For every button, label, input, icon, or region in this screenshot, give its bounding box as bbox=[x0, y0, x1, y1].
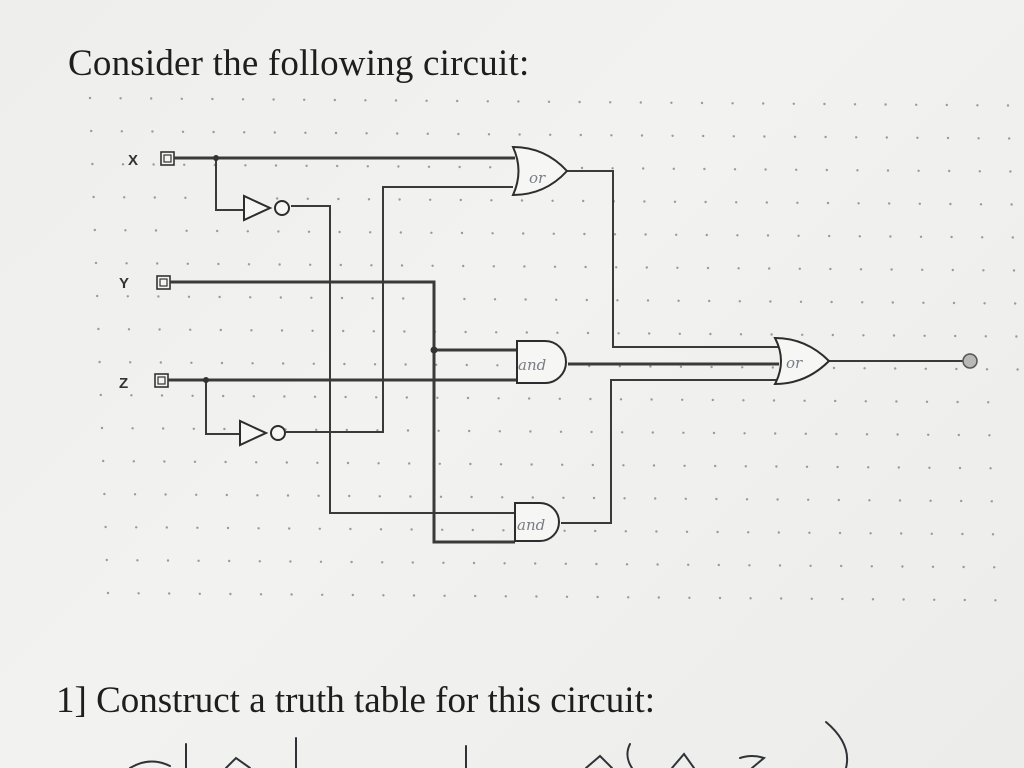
and-gate-middle-label: and bbox=[518, 356, 546, 374]
wires bbox=[168, 156, 966, 544]
or-gate-output: or bbox=[773, 336, 831, 386]
or-gate-top: or bbox=[511, 145, 569, 197]
input-x-label: X bbox=[128, 152, 138, 169]
and-gate-bottom-label: and bbox=[517, 516, 545, 534]
input-z-label: Z bbox=[119, 375, 128, 392]
junctions bbox=[203, 155, 438, 383]
not-gate-z bbox=[239, 419, 286, 447]
junction-y bbox=[430, 346, 438, 354]
or-gate-output-label: or bbox=[786, 354, 803, 372]
handwriting-marks bbox=[129, 721, 848, 768]
output-led bbox=[962, 353, 978, 369]
or-gate-top-label: or bbox=[529, 169, 546, 187]
input-y-label: Y bbox=[119, 275, 129, 292]
question: 1] Construct a truth table for this circ… bbox=[56, 680, 656, 721]
input-x: X bbox=[128, 151, 175, 169]
input-z: Z bbox=[119, 373, 169, 392]
heading: Consider the following circuit: bbox=[68, 43, 530, 84]
and-gate-bottom: and bbox=[514, 502, 560, 542]
junction-x bbox=[213, 155, 219, 161]
dot-grid bbox=[88, 96, 1019, 602]
junction-z bbox=[203, 377, 209, 383]
not-gate-x bbox=[243, 194, 290, 222]
input-y: Y bbox=[119, 275, 171, 292]
and-gate-middle: and bbox=[516, 340, 567, 384]
